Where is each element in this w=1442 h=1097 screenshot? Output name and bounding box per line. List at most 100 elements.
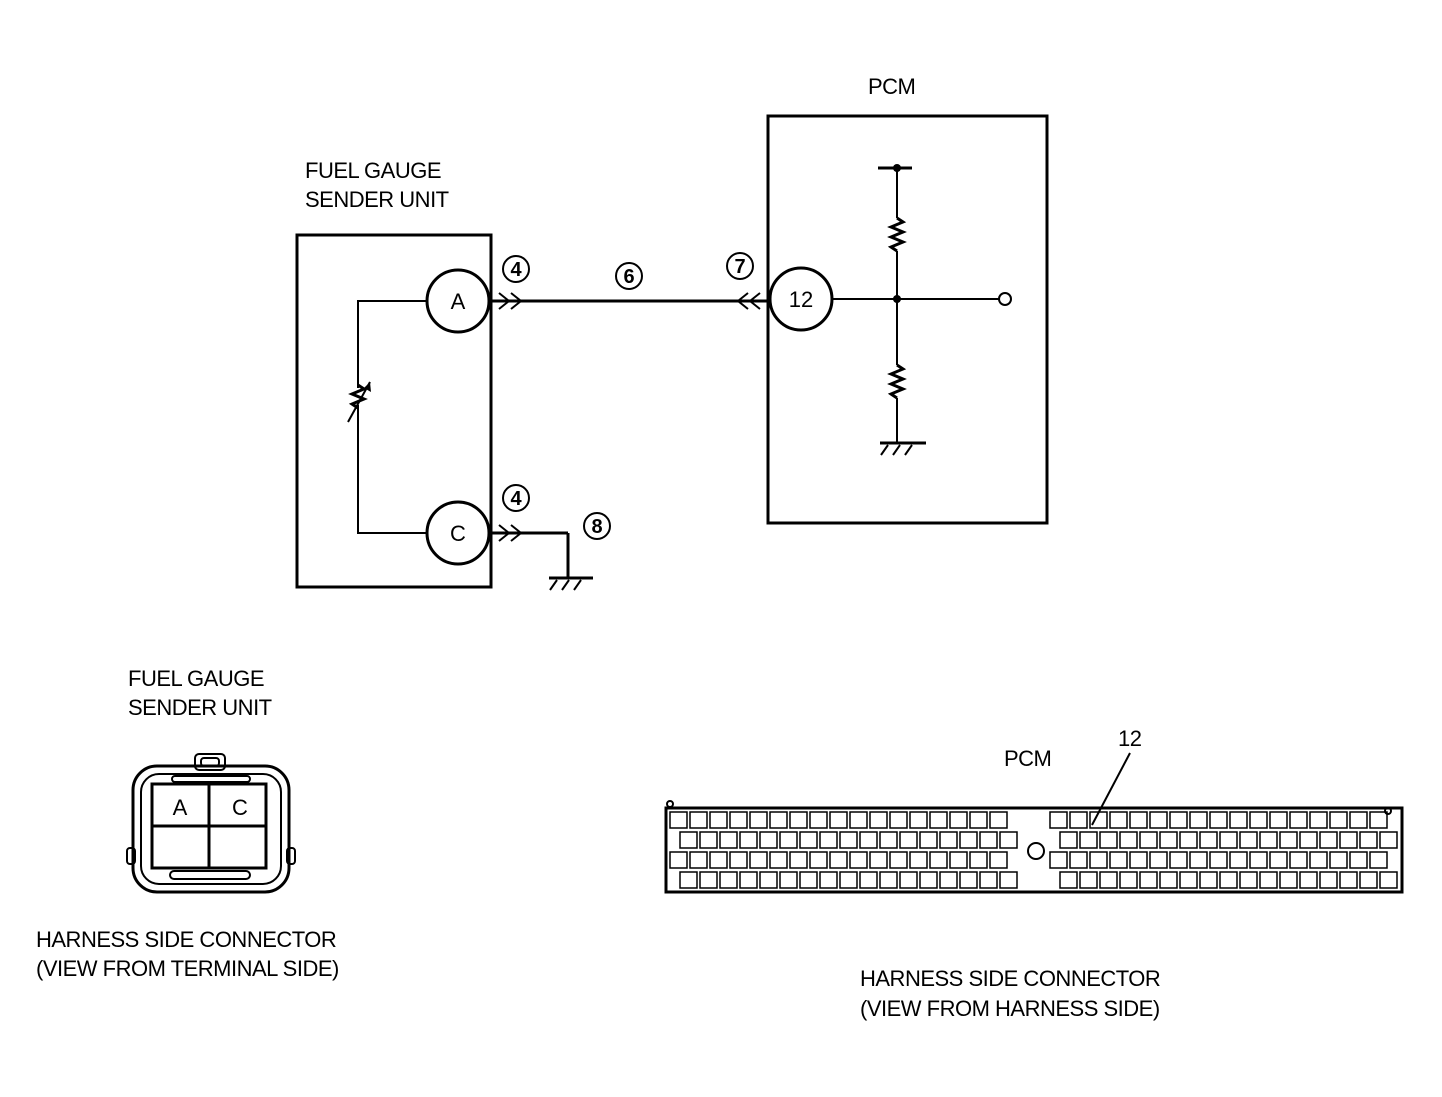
pcm-terminal-cavity [1319,871,1338,889]
pcm-internal-circuit [832,164,1012,443]
pcm-terminal-cavity [1079,831,1098,849]
pcm-terminal-cavity [939,831,958,849]
pcm-terminal-cavity [809,811,828,829]
pcm-connector-caption-line1: HARNESS SIDE CONNECTOR [860,966,1160,991]
pcm-terminal-cavity [1309,811,1328,829]
pcm-terminal-cavity [969,851,988,869]
pcm-terminal-cavity [1149,811,1168,829]
pcm-terminal-cavity [719,831,738,849]
connector-symbol-a [489,292,538,310]
pcm-terminal-cavity [939,871,958,889]
pcm-terminal-cavity [849,851,868,869]
pcm-connector-caption-line2: (VIEW FROM HARNESS SIDE) [860,996,1160,1021]
pcm-terminal-cavity [1229,851,1248,869]
pcm-terminal-cavity [1179,831,1198,849]
sender-pin-c: C [425,500,491,566]
sender-unit-box [295,233,493,589]
pcm-terminal-cavity [1189,851,1208,869]
pcm-terminal-cavity [679,831,698,849]
pcm-terminal-cavity [1159,871,1178,889]
pcm-terminal-cavity [1359,871,1378,889]
pcm-terminal-grid [669,811,1398,889]
pcm-terminal-cavity [739,831,758,849]
pcm-terminal-cavity [669,811,688,829]
pcm-terminal-cavity [699,831,718,849]
pcm-terminal-cavity [709,851,728,869]
callout-connector-c: 4 [502,484,530,512]
pcm-terminal-cavity [689,851,708,869]
pcm-terminal-cavity [959,831,978,849]
pcm-terminal-cavity [1119,831,1138,849]
pcm-terminal-cavity [749,851,768,869]
svg-text:C: C [450,521,466,546]
pcm-terminal-cavity [669,851,688,869]
pcm-terminal-cavity [919,871,938,889]
pcm-terminal-cavity [949,811,968,829]
svg-text:6: 6 [623,266,634,288]
pcm-connector-key-hole [1027,842,1045,860]
sender-internal-wiring [347,300,427,534]
pcm-terminal-cavity [1329,851,1348,869]
pcm-terminal-cavity [1369,851,1388,869]
pcm-terminal-cavity [1379,831,1398,849]
pcm-terminal-cavity [899,831,918,849]
pcm-terminal-cavity [929,811,948,829]
pcm-terminal-cavity [989,851,1008,869]
pcm-terminal-cavity [929,851,948,869]
pcm-terminal-cavity [719,871,738,889]
pcm-terminal-cavity [899,871,918,889]
svg-text:12: 12 [789,287,813,312]
pcm-terminal-cavity [1169,811,1188,829]
pcm-terminal-cavity [1199,871,1218,889]
pcm-title: PCM [868,74,915,99]
pcm-terminal-cavity [789,811,808,829]
pcm-terminal-cavity [759,831,778,849]
pcm-terminal-cavity [1269,811,1288,829]
pcm-terminal-cavity [839,871,858,889]
callout-connector-a: 4 [502,255,530,283]
connector-symbol-pcm [736,292,761,310]
pcm-terminal-cavity [1139,831,1158,849]
pcm-terminal-cavity [1139,871,1158,889]
pcm-terminal-cavity [1169,851,1188,869]
pcm-terminal-cavity [1279,871,1298,889]
pcm-terminal-cavity [859,871,878,889]
pcm-terminal-cavity [1219,831,1238,849]
pcm-pin-12-leader [1091,752,1131,826]
pcm-terminal-cavity [799,831,818,849]
ground-symbol-sender [549,533,593,591]
pcm-connector-face [664,800,1404,894]
sender-pin-a: A [425,268,491,334]
pcm-terminal-cavity [829,851,848,869]
callout-ground: 8 [583,512,611,540]
sender-title-line1: FUEL GAUGE [305,158,441,183]
svg-text:7: 7 [734,256,745,278]
pcm-pin-12: 12 [768,266,834,332]
pcm-terminal-cavity [829,811,848,829]
sender-connector-face [126,753,296,894]
pcm-terminal-cavity [1289,851,1308,869]
sender-connector-title-line2: SENDER UNIT [128,695,272,720]
callout-wire: 6 [615,262,643,290]
svg-text:4: 4 [510,259,522,281]
pcm-terminal-cavity [1099,871,1118,889]
pcm-terminal-cavity [919,831,938,849]
sender-connector-title-line1: FUEL GAUGE [128,666,264,691]
pcm-terminal-cavity [779,871,798,889]
callout-pcm-connector: 7 [726,252,754,280]
pcm-terminal-cavity [1109,851,1128,869]
pcm-terminal-cavity [1099,831,1118,849]
pcm-terminal-cavity [1229,811,1248,829]
svg-text:8: 8 [591,516,602,538]
pcm-terminal-cavity [1369,811,1388,829]
sender-title-line2: SENDER UNIT [305,187,449,212]
pcm-terminal-cavity [1179,871,1198,889]
pcm-terminal-cavity [1159,831,1178,849]
pcm-terminal-cavity [1379,871,1398,889]
pcm-terminal-cavity [999,831,1018,849]
pcm-terminal-cavity [1329,811,1348,829]
pcm-terminal-cavity [769,811,788,829]
pcm-terminal-cavity [1199,831,1218,849]
pcm-terminal-cavity [1089,811,1108,829]
